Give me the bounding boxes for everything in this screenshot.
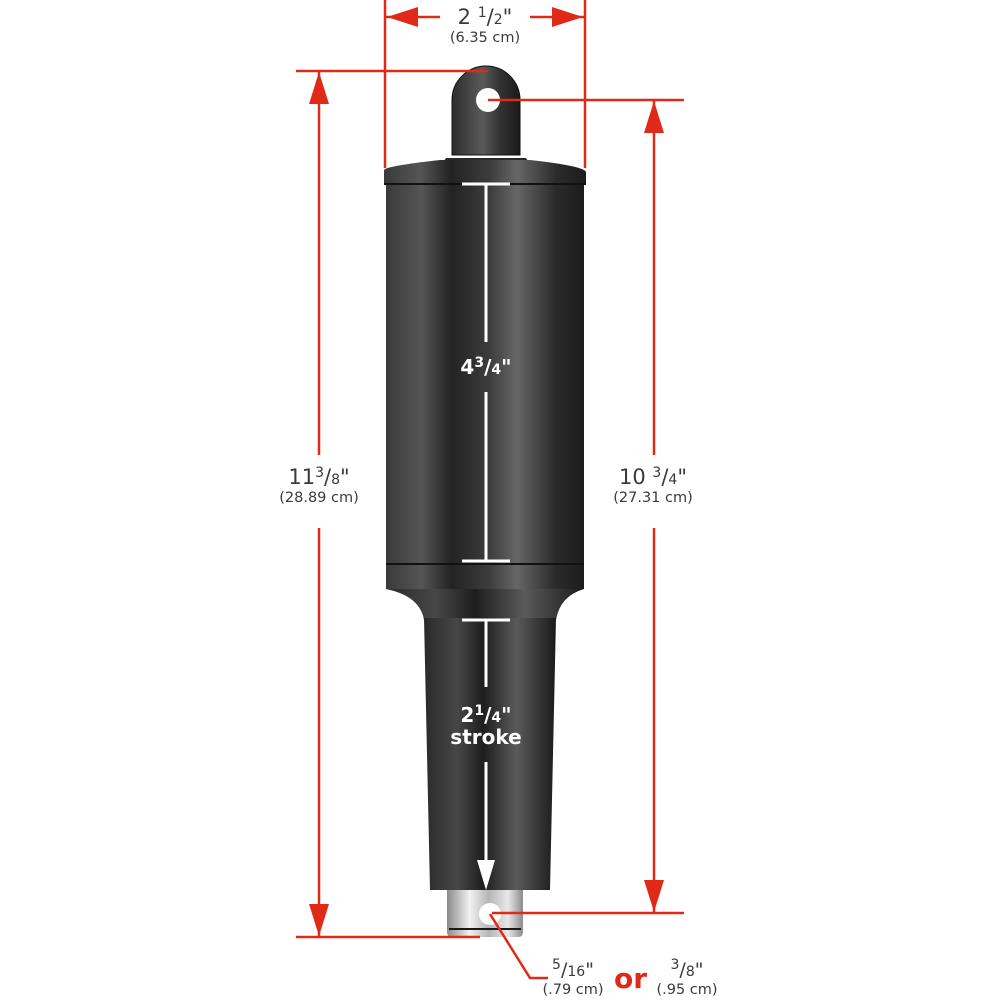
width-label: 2 1/2" (6.35 cm) <box>440 6 530 46</box>
stroke-marker <box>462 618 510 890</box>
top-eyelet <box>438 65 534 170</box>
hole-to-hole-den: 4 <box>668 472 678 488</box>
body-length-unit: " <box>501 355 512 379</box>
top-cap <box>384 160 586 185</box>
hole-to-hole-unit: " <box>677 465 687 489</box>
body-length-label: 43/4" <box>460 355 512 379</box>
stroke-label: 21/4" stroke <box>440 704 532 747</box>
overall-length-unit: " <box>339 465 350 489</box>
hole-to-hole-metric: (27.31 cm) <box>613 490 693 506</box>
body-length-marker <box>462 182 510 563</box>
pin-a-unit: " <box>585 959 594 981</box>
stroke-num: 1 <box>474 703 485 719</box>
overall-length-label: 113/8" (28.89 cm) <box>270 466 368 506</box>
pin-option-a: 5/16" (.79 cm) <box>538 958 608 998</box>
stroke-unit: " <box>501 703 512 727</box>
pin-b-unit: " <box>694 959 704 981</box>
overall-length-num: 3 <box>315 465 324 481</box>
pin-a-metric: (.79 cm) <box>542 982 604 998</box>
hole-to-hole-whole: 10 <box>618 465 646 489</box>
pin-a-den: 16 <box>567 964 586 980</box>
stroke-whole: 2 <box>460 703 475 727</box>
hole-to-hole-label: 10 3/4" (27.31 cm) <box>604 466 702 506</box>
body-length-whole: 4 <box>460 355 475 379</box>
stroke-word: stroke <box>450 725 522 749</box>
pin-b-metric: (.95 cm) <box>656 982 718 998</box>
body-neck <box>386 589 584 620</box>
pin-a-num: 5 <box>552 957 561 973</box>
overall-length-whole: 11 <box>288 465 316 489</box>
overall-length-metric: (28.89 cm) <box>279 490 359 506</box>
or-connector: or <box>614 962 648 995</box>
width-den: 2 <box>493 12 503 28</box>
body-length-num: 3 <box>474 355 485 371</box>
stroke-den: 4 <box>491 710 502 726</box>
width-unit: " <box>502 5 513 29</box>
actuator-tube <box>424 618 556 890</box>
hole-to-hole-num: 3 <box>652 465 662 481</box>
width-metric: (6.35 cm) <box>449 30 521 46</box>
dimension-lines <box>296 0 684 980</box>
body-length-den: 4 <box>491 362 502 378</box>
pin-b-num: 3 <box>670 957 680 973</box>
overall-length-den: 8 <box>331 472 340 488</box>
width-whole: 2 <box>457 5 472 29</box>
width-num: 1 <box>477 5 487 21</box>
pin-option-b: 3/8" (.95 cm) <box>652 958 722 998</box>
pin-b-den: 8 <box>685 964 695 980</box>
